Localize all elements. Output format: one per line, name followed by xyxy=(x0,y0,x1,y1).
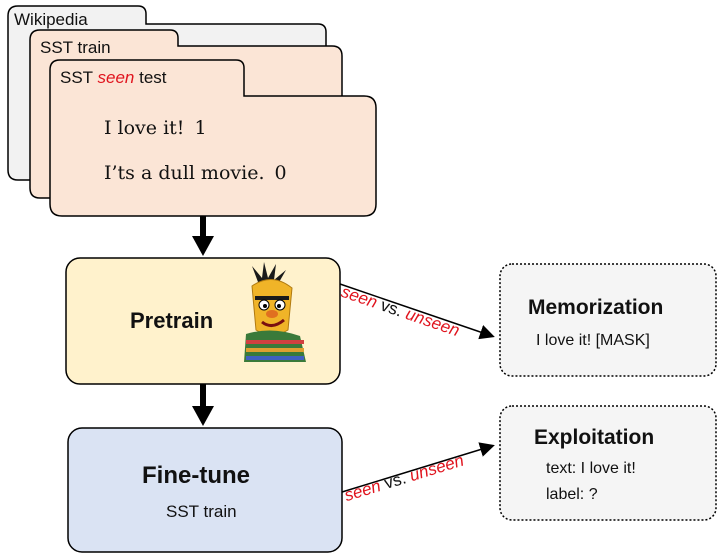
seen-test-suffix: test xyxy=(139,68,167,87)
seen-test-tab-label: SST seen test xyxy=(60,68,167,88)
pretrain-title: Pretrain xyxy=(130,308,214,333)
arrow-pretrain-to-finetune xyxy=(192,384,214,426)
wikipedia-tab-label: Wikipedia xyxy=(14,10,88,29)
memorization-title: Memorization xyxy=(528,296,664,319)
example-row-2: I’ts a dull movie. 0 xyxy=(104,162,287,184)
seen-test-prefix: SST xyxy=(60,68,93,87)
arrow-folders-to-pretrain xyxy=(192,216,214,256)
arrow-pretrain-to-memorization xyxy=(339,283,495,340)
exploitation-line1: text: I love it! xyxy=(546,460,636,477)
seen-test-highlight: seen xyxy=(97,68,135,87)
finetune-subtitle: SST train xyxy=(166,502,237,521)
finetune-box xyxy=(67,427,343,553)
exploitation-box xyxy=(499,405,717,521)
bert-mascot-image xyxy=(244,262,306,362)
example-label-1: 1 xyxy=(194,117,207,139)
seen-test-folder xyxy=(49,59,377,217)
exploitation-line2: label: ? xyxy=(546,486,598,503)
example-text-1: I love it! xyxy=(104,117,185,139)
example-label-2: 0 xyxy=(274,162,287,184)
memorization-example: I love it! [MASK] xyxy=(536,332,650,349)
finetune-title: Fine-tune xyxy=(142,462,250,489)
example-text-2: I’ts a dull movie. xyxy=(104,162,265,184)
exploitation-title: Exploitation xyxy=(534,426,655,449)
memorization-box xyxy=(499,263,717,377)
example-row-1: I love it! 1 xyxy=(104,117,207,139)
arrow-finetune-to-exploitation xyxy=(341,442,495,493)
sst-train-tab-label: SST train xyxy=(40,38,111,57)
